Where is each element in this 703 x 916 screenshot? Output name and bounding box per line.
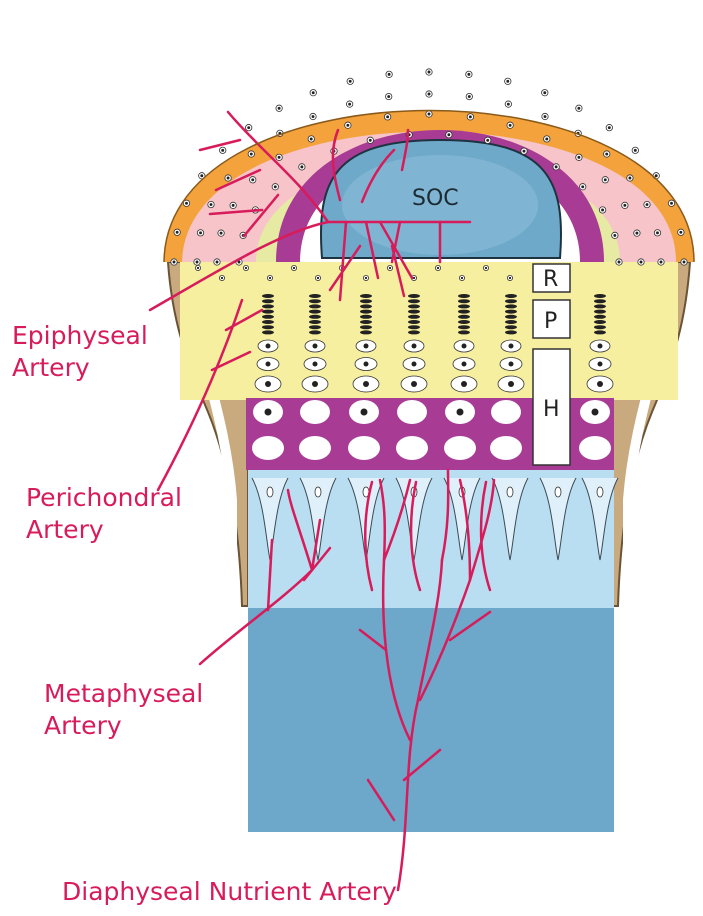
diaphyseal-nutrient-artery-label: Diaphyseal Nutrient Artery	[62, 876, 397, 908]
perichondral-artery-label: Perichondral Artery	[26, 482, 182, 546]
zone-h-label: H	[543, 397, 560, 422]
zone-p-label: P	[544, 309, 557, 334]
zone-r-label: R	[543, 267, 558, 292]
metaphyseal-artery-label: Metaphyseal Artery	[44, 678, 203, 742]
soc-label: SOC	[412, 186, 459, 211]
epiphyseal-artery-label: Epiphyseal Artery	[12, 320, 148, 384]
